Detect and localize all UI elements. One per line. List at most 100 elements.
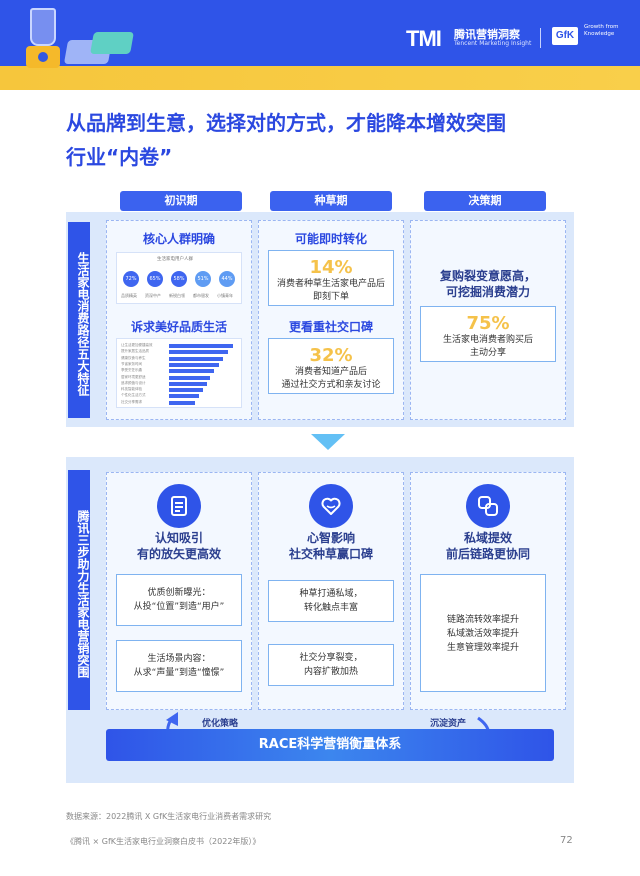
loop-label-optimize: 优化策略 bbox=[202, 719, 239, 729]
bar-label: 个性化生活方式 bbox=[121, 393, 146, 398]
bar-mark bbox=[169, 350, 229, 355]
bar-row: 科技智能体验 bbox=[121, 387, 239, 393]
tip-efficiency-line1: 链路流转效率提升 bbox=[446, 615, 519, 625]
bar-row: 节省家务时间 bbox=[121, 361, 239, 367]
title-line-2: 行业“内卷” bbox=[66, 145, 173, 169]
tip-lifestyle-content-line2: 从求“声量”到造“憧憬” bbox=[133, 668, 225, 678]
bar-mark bbox=[169, 369, 215, 374]
gfk-logo: GfK bbox=[552, 27, 578, 45]
stat-social-discussion-pct: 32% bbox=[309, 345, 353, 366]
mini-label-1: 品质精英 bbox=[121, 293, 137, 298]
bar-label: 让生活更加便捷高效 bbox=[121, 343, 153, 347]
stat-social-discussion-line2: 通过社交方式和亲友讨论 bbox=[281, 380, 381, 390]
gfk-tagline: Growth from Knowledge bbox=[584, 24, 619, 37]
tmi-logo-cn: 腾讯营销洞察 bbox=[454, 28, 520, 41]
head-repurchase-line2: 可挖掘消费潜力 bbox=[445, 285, 530, 299]
stat-active-share: 75% 生活家电消费者购买后 主动分享 bbox=[420, 306, 556, 362]
bar-row: 让生活更加便捷高效 bbox=[121, 343, 239, 348]
blender-illustration bbox=[26, 8, 60, 68]
loop-label-assets: 沉淀资产 bbox=[430, 719, 467, 729]
head-mind-line1: 心智影响 bbox=[306, 531, 355, 545]
head-private-line1: 私域提效 bbox=[463, 531, 512, 545]
mini-circle-2: 65% bbox=[147, 271, 163, 287]
page-title: 从品牌到生意，选择对的方式，才能降本增效突围 行业“内卷” bbox=[66, 106, 606, 174]
document-icon bbox=[157, 484, 201, 528]
mini-chart-title: 生活家电用户人群 bbox=[157, 257, 193, 262]
tip-private-domain: 种草打通私域， 转化触点丰富 bbox=[268, 580, 394, 622]
heart-icon bbox=[309, 484, 353, 528]
tip-efficiency-line3: 生意管理效率提升 bbox=[446, 643, 519, 653]
head-awareness: 认知吸引 有的放矢更高效 bbox=[106, 530, 252, 562]
tip-social-sharing-line2: 内容扩散加热 bbox=[303, 667, 358, 677]
bar-label: 追求颜值与设计 bbox=[121, 380, 146, 385]
head-mind: 心智影响 社交种草赢口碑 bbox=[258, 530, 404, 562]
bar-label: 提升家居生活品质 bbox=[121, 349, 149, 354]
bar-label: 节省家务时间 bbox=[121, 361, 142, 366]
stat-social-discussion-line1: 消费者知道产品后 bbox=[294, 367, 367, 377]
mini-circle-4: 51% bbox=[195, 271, 211, 287]
bar-row: 享受烹饪乐趣 bbox=[121, 368, 239, 374]
tip-private-domain-line1: 种草打通私域， bbox=[299, 589, 363, 599]
bar-row: 居家环境更舒适 bbox=[121, 374, 239, 380]
bar-label: 居家环境更舒适 bbox=[121, 374, 146, 379]
stat-instant-order-pct: 14% bbox=[309, 257, 353, 278]
tip-lifestyle-content-line1: 生活场景内容： bbox=[147, 654, 211, 664]
bar-mark bbox=[169, 344, 234, 348]
toaster-illustration bbox=[90, 32, 134, 54]
loop-arrowhead-left bbox=[166, 712, 178, 726]
bar-mark bbox=[169, 362, 220, 367]
bar-label: 健康饮食与养生 bbox=[121, 355, 146, 360]
head-quality-life: 诉求美好品质生活 bbox=[130, 320, 227, 334]
stat-instant-order-line1: 消费者种草生活家电产品后 bbox=[276, 279, 385, 289]
bar-row: 个性化生活方式 bbox=[121, 393, 239, 399]
bar-mark bbox=[169, 381, 207, 386]
section1-side-label: 生活家电消费路径五大特征 bbox=[68, 222, 90, 418]
title-line-1: 从品牌到生意，选择对的方式，才能降本增效突围 bbox=[66, 111, 506, 135]
tip-private-domain-line2: 转化触点丰富 bbox=[303, 603, 358, 613]
tip-lifestyle-content: 生活场景内容： 从求“声量”到造“憧憬” bbox=[116, 640, 242, 692]
page-number: 72 bbox=[560, 835, 573, 846]
mini-circle-3: 58% bbox=[171, 271, 187, 287]
mini-label-2: 资深中产 bbox=[145, 293, 161, 298]
bar-row: 提升家居生活品质 bbox=[121, 349, 239, 355]
tip-innovative-exposure-line1: 优质创新曝光： bbox=[147, 588, 211, 598]
stage-initial: 初识期 bbox=[120, 191, 242, 211]
tip-innovative-exposure: 优质创新曝光： 从投“位置”到造“用户” bbox=[116, 574, 242, 626]
stat-instant-order: 14% 消费者种草生活家电产品后 即刻下单 bbox=[268, 250, 394, 306]
bar-mark bbox=[169, 388, 203, 393]
race-system-bar: RACE科学营销衡量体系 bbox=[106, 729, 554, 761]
bar-mark bbox=[169, 375, 211, 380]
head-private: 私域提效 前后链路更协同 bbox=[410, 530, 566, 562]
banner-yellow-strip bbox=[0, 66, 640, 90]
stage-seeding: 种草期 bbox=[270, 191, 392, 211]
bar-row: 社交分享需求 bbox=[121, 399, 239, 405]
quality-bar-chart: 让生活更加便捷高效提升家居生活品质健康饮食与养生节省家务时间享受烹饪乐趣居家环境… bbox=[116, 338, 242, 408]
data-source: 数据来源：2022腾讯 X GfK生活家电行业消费者需求研究 bbox=[66, 812, 272, 821]
head-awareness-line2: 有的放矢更高效 bbox=[136, 547, 221, 561]
stat-active-share-pct: 75% bbox=[466, 313, 510, 334]
mini-label-3: 新锐白领 bbox=[169, 293, 185, 298]
head-mind-line2: 社交种草赢口碑 bbox=[288, 547, 373, 561]
head-instant-conversion: 可能即时转化 bbox=[294, 232, 367, 246]
tip-efficiency-line2: 私域激活效率提升 bbox=[446, 629, 519, 639]
head-private-line2: 前后链路更协同 bbox=[445, 547, 530, 561]
bar-label: 科技智能体验 bbox=[121, 387, 142, 392]
tip-innovative-exposure-line2: 从投“位置”到造“用户” bbox=[133, 602, 225, 612]
footer-title: 《腾讯 × GfK生活家电行业洞察白皮书（2022年版）》 bbox=[66, 837, 261, 846]
down-arrow-icon bbox=[311, 434, 345, 450]
tmi-logo-en: Tencent Marketing Insight bbox=[454, 40, 532, 47]
head-social-reputation: 更看重社交口碑 bbox=[288, 320, 373, 334]
tmi-logo: TMI bbox=[406, 26, 442, 51]
stage-decision: 决策期 bbox=[424, 191, 546, 211]
head-repurchase-line1: 复购裂变意愿高， bbox=[439, 269, 536, 283]
bar-label: 社交分享需求 bbox=[121, 399, 142, 404]
logo-divider bbox=[540, 28, 541, 48]
stat-instant-order-line2: 即刻下单 bbox=[312, 292, 349, 302]
link-icon bbox=[466, 484, 510, 528]
audience-mini-chart: 生活家电用户人群 72% 65% 58% 51% 44% 品质精英 资深中产 新… bbox=[116, 252, 242, 304]
stat-active-share-line1: 生活家电消费者购买后 bbox=[442, 335, 533, 345]
tip-social-sharing-line1: 社交分享裂变， bbox=[299, 653, 363, 663]
bar-mark bbox=[169, 394, 199, 399]
mini-circle-1: 72% bbox=[123, 271, 139, 287]
mini-circle-5: 44% bbox=[219, 271, 235, 287]
